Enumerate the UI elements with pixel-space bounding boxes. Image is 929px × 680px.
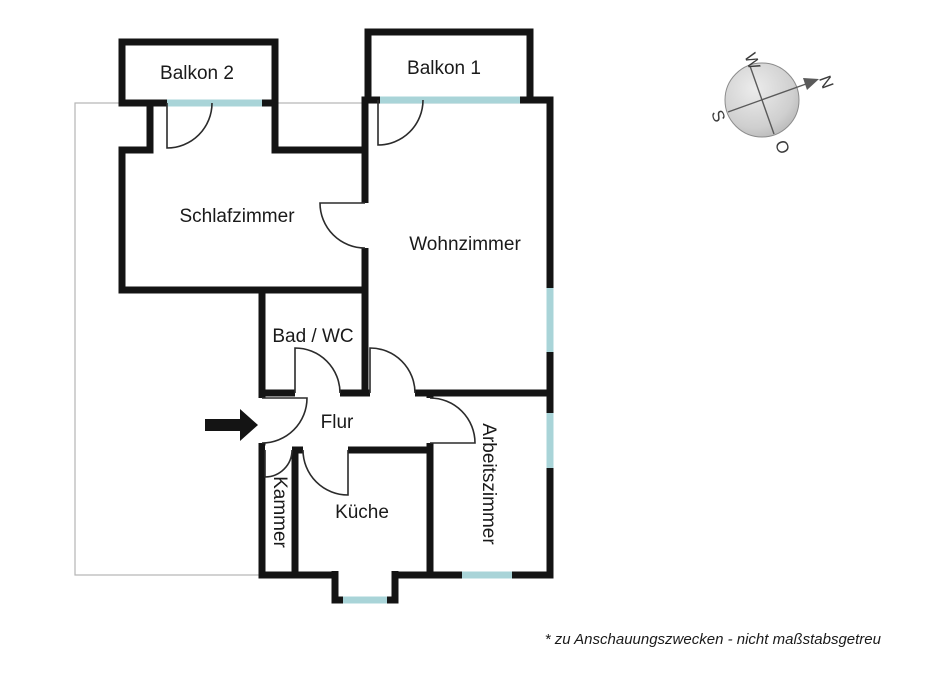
compass-east-label: O [771,138,793,157]
kueche-bay-window-walls [331,571,399,604]
door-swing-arbeitszimmer [429,397,476,444]
door-swing-balkon1 [377,99,424,146]
opening-bad-wc [295,388,340,398]
compass-north-label: N [815,73,837,91]
opening-arbeitszimmer [425,398,435,443]
door-swing-bad-wc [294,347,341,394]
window-wohnzimmer-balkon1 [380,96,520,104]
room-labels: Balkon 2 Balkon 1 Schlafzimmer Wohnzimme… [160,58,521,549]
compass-south-label: S [707,108,729,125]
door-swing-balkon2 [166,102,213,149]
kueche-label: Küche [335,502,389,523]
schlafzimmer-label: Schlafzimmer [179,206,295,227]
arbeitszimmer-label: Arbeitszimmer [478,423,499,545]
window-schlafzimmer-balkon2 [167,99,262,107]
disclaimer-text: * zu Anschauungszwecken - nicht maßstabs… [545,631,882,648]
balkon2-label: Balkon 2 [160,63,234,84]
opening-wohnzimmer-flur [370,388,415,398]
opening-schlafzimmer-wohnzimmer [360,203,370,248]
window-arbeitszimmer-south [462,571,512,579]
room-schlafzimmer-walls [118,99,369,294]
opening-entrance [257,398,267,443]
opening-kueche [303,445,348,455]
door-openings [257,203,435,455]
compass-north-south-axis [727,83,807,113]
door-swing-kammer [264,449,293,478]
bad-wc-label: Bad / WC [272,326,353,347]
window-wohnzimmer-east [546,288,554,352]
window-arbeitszimmer-east [546,413,554,468]
kammer-label: Kammer [269,476,290,548]
flur-label: Flur [321,412,354,433]
windows [167,96,554,604]
door-swing-schlafzimmer [319,202,366,249]
compass-west-east-axis [749,65,775,135]
entrance-arrow-icon [205,409,258,441]
opening-kammer [265,445,292,455]
compass-north-arrowhead [803,78,819,90]
window-kueche-bay [343,596,387,604]
doors [166,99,476,496]
balkon1-label: Balkon 1 [407,58,481,79]
compass-west-label: W [740,50,763,72]
door-swing-kueche [302,449,349,496]
compass-rose-icon: W N S O [707,50,837,156]
wohnzimmer-label: Wohnzimmer [409,234,521,255]
door-swing-entrance [261,397,308,444]
door-swing-wohnzimmer [369,347,416,394]
